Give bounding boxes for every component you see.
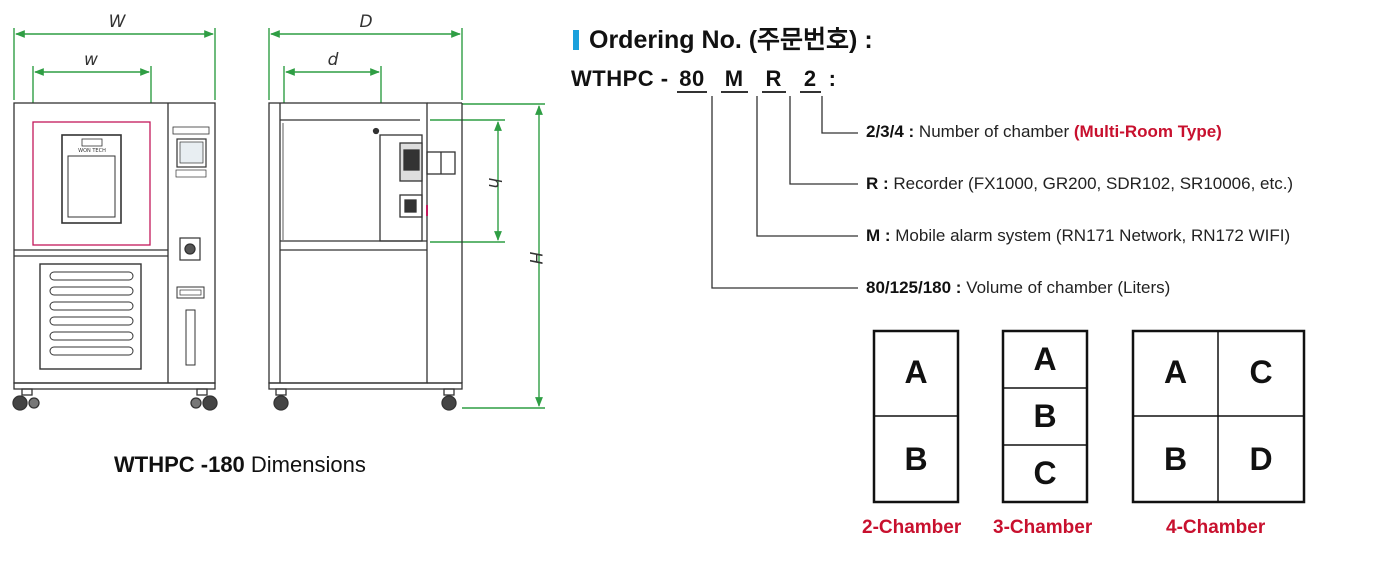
order-item-text: Volume of chamber (Liters) [961, 278, 1171, 297]
multi-room-highlight: (Multi-Room Type) [1073, 122, 1222, 141]
order-item-text: Mobile alarm system (RN171 Network, RN17… [890, 226, 1291, 245]
code-prefix: WTHPC - [571, 66, 676, 91]
chamber-3-cell-c: C [1033, 455, 1057, 491]
chamber-2-cell-b: B [904, 441, 928, 477]
front-view: WON TECH [12, 102, 218, 411]
panel-logo-text: WON TECH [78, 148, 106, 154]
order-item-key: 80/125/180 : [866, 278, 962, 297]
dim-label-W: W [109, 12, 127, 32]
dim-label-w: w [84, 50, 98, 70]
code-part-chamber: 2 [799, 66, 821, 93]
side-view [268, 102, 463, 411]
ordering-title: Ordering No. (주문번호) : [573, 20, 873, 56]
accent-bar [573, 30, 579, 50]
order-item-text: Number of chamber [914, 122, 1074, 141]
chamber-2-label: 2-Chamber [862, 517, 962, 538]
order-item-text: Recorder (FX1000, GR200, SDR102, SR10006… [888, 174, 1294, 193]
code-part-mobile: M [720, 66, 748, 93]
chamber-4-cell-d: D [1249, 441, 1273, 477]
dimension-lines [13, 28, 545, 409]
chamber-3-cell-b: B [1033, 398, 1057, 434]
code-part-colon: : [828, 66, 837, 91]
order-item-key: M : [866, 226, 891, 245]
order-item-volume: 80/125/180 : Volume of chamber (Liters) [866, 278, 1170, 298]
chamber-4-cell-c: C [1249, 354, 1273, 390]
order-item-key: 2/3/4 : [866, 122, 915, 141]
code-part-volume: 80 [677, 66, 707, 93]
dim-label-D: D [359, 12, 372, 32]
dimensions-caption: WTHPC -180 Dimensions [114, 452, 366, 478]
order-item-recorder: R : Recorder (FX1000, GR200, SDR102, SR1… [866, 174, 1293, 194]
chamber-3-label: 3-Chamber [993, 517, 1093, 538]
chamber-2-cell-a: A [904, 354, 928, 390]
order-item-mobile: M : Mobile alarm system (RN171 Network, … [866, 226, 1290, 246]
order-item-chamber: 2/3/4 : Number of chamber (Multi-Room Ty… [866, 122, 1222, 142]
dimension-drawing: W w D d h H WON TECH [12, 12, 545, 411]
dim-label-H: H [525, 252, 545, 265]
ordering-title-text: Ordering No. (주문번호) : [589, 26, 873, 54]
dim-label-h: h [484, 178, 504, 189]
chamber-3-cell-a: A [1033, 341, 1057, 377]
dim-label-d: d [328, 50, 339, 70]
order-item-key: R : [866, 174, 889, 193]
caption-model: WTHPC -180 [114, 452, 245, 477]
chamber-4-label: 4-Chamber [1166, 517, 1266, 538]
caption-text: Dimensions [244, 452, 366, 477]
chamber-4-cell-b: B [1163, 441, 1188, 477]
code-part-recorder: R [761, 66, 786, 93]
chamber-4-cell-a: A [1163, 354, 1188, 390]
